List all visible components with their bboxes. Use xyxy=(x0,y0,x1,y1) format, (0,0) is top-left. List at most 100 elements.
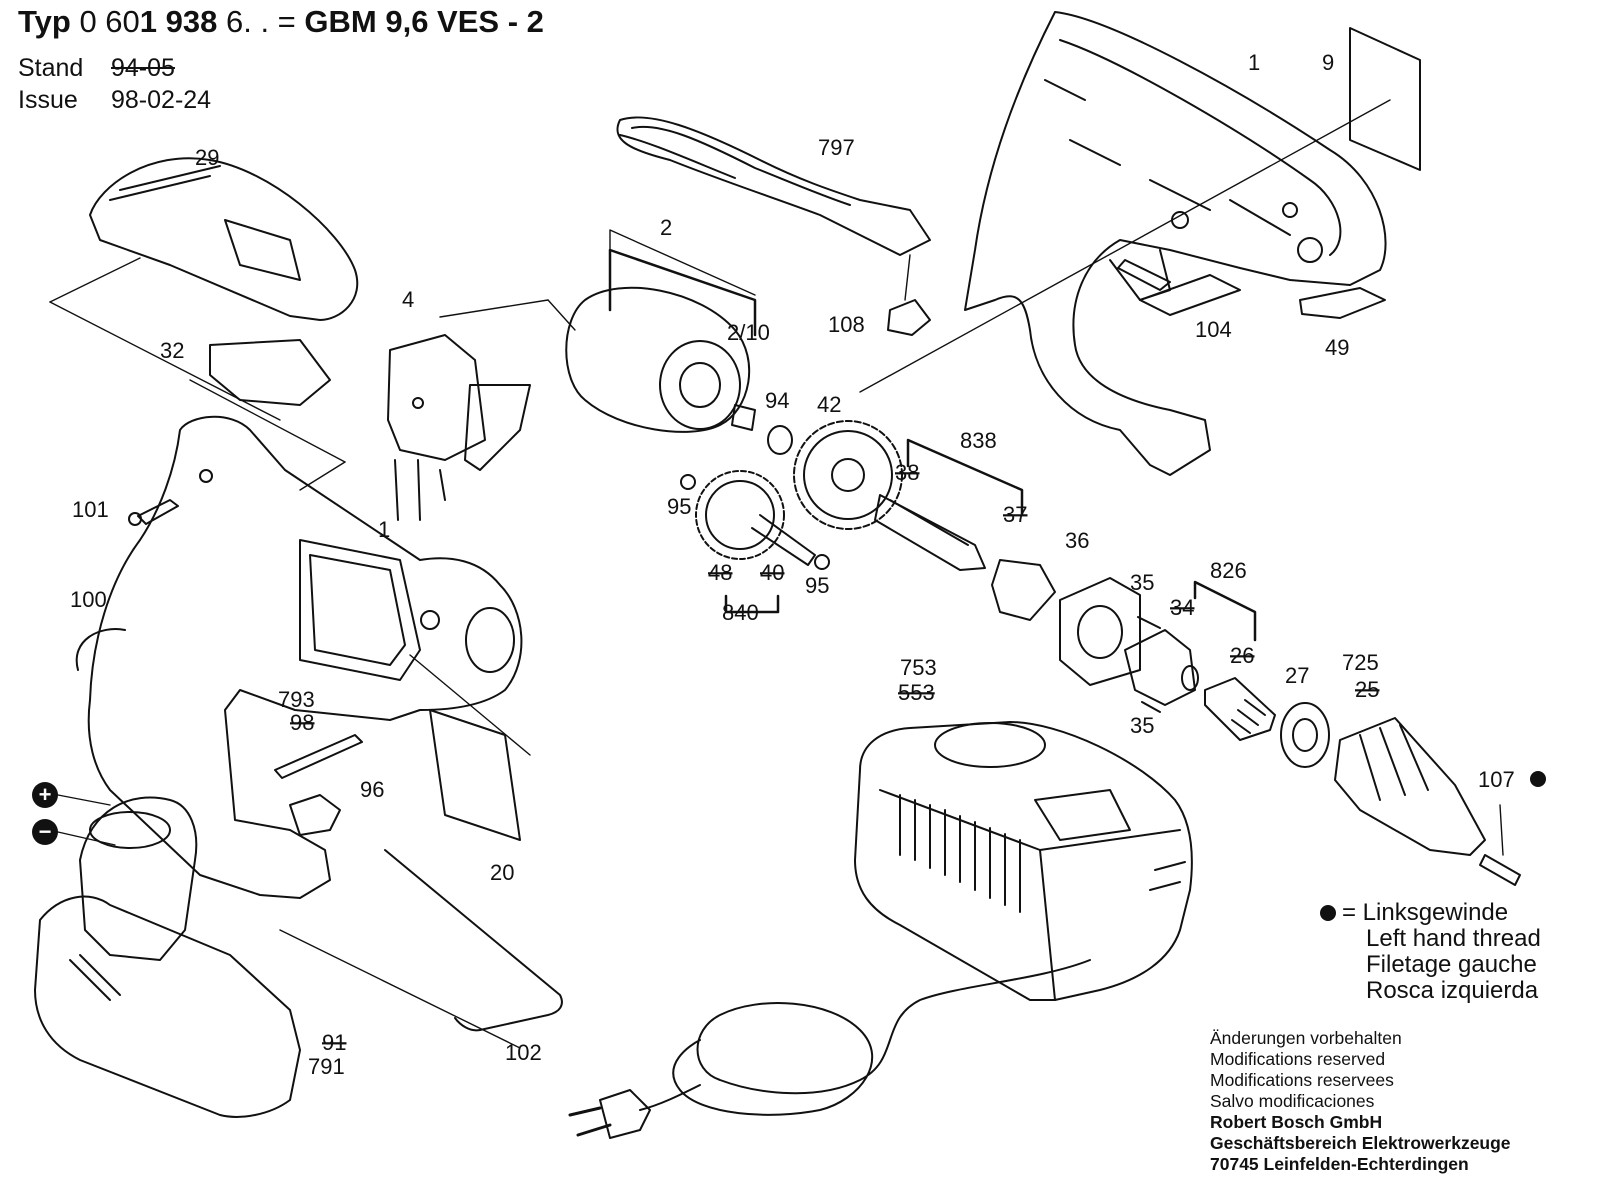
battery-terminals: + − xyxy=(32,782,116,846)
part-label-37: 37 xyxy=(1003,502,1027,527)
spindle-38 xyxy=(874,494,986,571)
part-label-95b: 95 xyxy=(805,573,829,598)
part-label-102: 102 xyxy=(505,1040,542,1065)
housing-right-1 xyxy=(964,11,1387,476)
part-label-25: 25 xyxy=(1355,677,1379,702)
part-label-27: 27 xyxy=(1285,663,1309,688)
screw-107 xyxy=(1479,854,1521,886)
pin-35b xyxy=(1141,701,1161,713)
stand-label: Stand xyxy=(18,54,84,82)
part-label-29: 29 xyxy=(195,145,219,170)
clip-108 xyxy=(887,299,931,336)
bracket-2 xyxy=(609,229,756,296)
part-label-100: 100 xyxy=(70,587,107,612)
model-name: GBM 9,6 VES - 2 xyxy=(304,4,544,39)
issue-value: 98-02-24 xyxy=(111,86,212,114)
label-plate-9 xyxy=(1349,27,1421,171)
part-label-2: 2 xyxy=(660,215,672,240)
part-label-838: 838 xyxy=(960,428,997,453)
bit-793 xyxy=(274,734,363,779)
typ-number-b: 1 938 xyxy=(139,4,218,39)
part-label-9: 9 xyxy=(1322,50,1334,75)
note-de: Änderungen vorbehalten xyxy=(1210,1028,1402,1048)
note-fr: Modifications reservees xyxy=(1210,1070,1394,1090)
part-label-1-left: 1 xyxy=(378,517,390,542)
part-label-48: 48 xyxy=(708,560,732,585)
part-label-20: 20 xyxy=(490,860,514,885)
part-label-826: 826 xyxy=(1210,558,1247,583)
part-label-49: 49 xyxy=(1325,335,1349,360)
part-label-108: 108 xyxy=(828,312,865,337)
part-label-793: 793 xyxy=(278,687,315,712)
bracket-840 xyxy=(724,594,780,614)
part-label-107: 107 xyxy=(1478,767,1515,792)
part-label-95a: 95 xyxy=(667,494,691,519)
part-label-35a: 35 xyxy=(1130,570,1154,595)
part-label-32: 32 xyxy=(160,338,184,363)
battery-pack-791 xyxy=(34,796,301,1118)
part-label-725: 725 xyxy=(1342,650,1379,675)
insert-32 xyxy=(209,339,331,406)
type-line: Typ 0 601 938 6. . = GBM 9,6 VES - 2 xyxy=(18,4,544,40)
part-label-38: 38 xyxy=(895,460,919,485)
typ-number-a: 0 60 xyxy=(79,4,140,39)
legend-line-es: Rosca izquierda xyxy=(1366,977,1539,1004)
part-label-101: 101 xyxy=(72,497,109,522)
company-division: Geschäftsbereich Elektrowerkzeuge xyxy=(1210,1133,1511,1153)
bearing-plate-36 xyxy=(1059,577,1141,686)
part-label-96: 96 xyxy=(360,777,384,802)
note-es: Salvo modificaciones xyxy=(1210,1091,1375,1111)
legend: = Linksgewinde Left hand thread Filetage… xyxy=(1320,900,1541,1004)
part-label-40: 40 xyxy=(760,560,784,585)
part-label-98: 98 xyxy=(290,710,314,735)
gear-48 xyxy=(695,470,816,566)
part-label-layer: 1 9 797 108 104 49 29 32 4 2 2/10 94 42 … xyxy=(70,50,1515,1079)
latch-49 xyxy=(1299,287,1386,319)
legend-line-fr: Filetage gauche xyxy=(1366,951,1537,978)
ball-95a xyxy=(680,474,696,490)
charger-753 xyxy=(854,721,1193,1001)
coupling-37 xyxy=(991,559,1056,621)
left-thread-marker xyxy=(1530,771,1546,787)
part-label-840: 840 xyxy=(722,600,759,625)
part-label-553: 553 xyxy=(898,680,935,705)
part-label-797: 797 xyxy=(818,135,855,160)
legend-line-de: = Linksgewinde xyxy=(1320,900,1541,926)
company-name: Robert Bosch GmbH xyxy=(1210,1112,1383,1132)
plate-104 xyxy=(1139,274,1241,316)
pin-35a xyxy=(1137,616,1161,629)
bracket-838 xyxy=(906,438,1024,516)
part-label-4: 4 xyxy=(402,287,414,312)
note-en: Modifications reserved xyxy=(1210,1049,1386,1069)
clutch-34 xyxy=(1124,629,1199,706)
company-address: 70745 Leinfelden-Echterdingen xyxy=(1210,1154,1469,1174)
part-label-791: 791 xyxy=(308,1054,345,1079)
part-label-1-right: 1 xyxy=(1248,50,1260,75)
stand-value: 94-05 xyxy=(111,54,175,82)
spindle-26 xyxy=(1204,677,1276,741)
left-thread-icon xyxy=(1320,905,1336,921)
chuck-725 xyxy=(1334,717,1486,856)
part-label-35b: 35 xyxy=(1130,713,1154,738)
housing-left-1 xyxy=(87,415,523,899)
part-label-34: 34 xyxy=(1170,595,1194,620)
part-label-91: 91 xyxy=(322,1030,346,1055)
wire-loop-102 xyxy=(384,849,563,1032)
part-label-104: 104 xyxy=(1195,317,1232,342)
footer-notes: Änderungen vorbehalten Modifications res… xyxy=(1210,1028,1511,1175)
hand-strap-797 xyxy=(616,116,931,256)
switch-4 xyxy=(387,334,531,521)
plug xyxy=(599,1089,651,1139)
power-cord xyxy=(672,959,1091,1116)
bearing-27 xyxy=(1280,702,1330,768)
issue-label: Issue xyxy=(18,86,78,114)
battery-cover-29 xyxy=(89,157,359,321)
part-label-753: 753 xyxy=(900,655,937,680)
plus-terminal-glyph: + xyxy=(39,782,52,807)
minus-terminal-icon xyxy=(32,819,58,845)
motor-2 xyxy=(565,248,757,433)
ball-95b xyxy=(814,554,830,570)
part-label-42: 42 xyxy=(817,392,841,417)
